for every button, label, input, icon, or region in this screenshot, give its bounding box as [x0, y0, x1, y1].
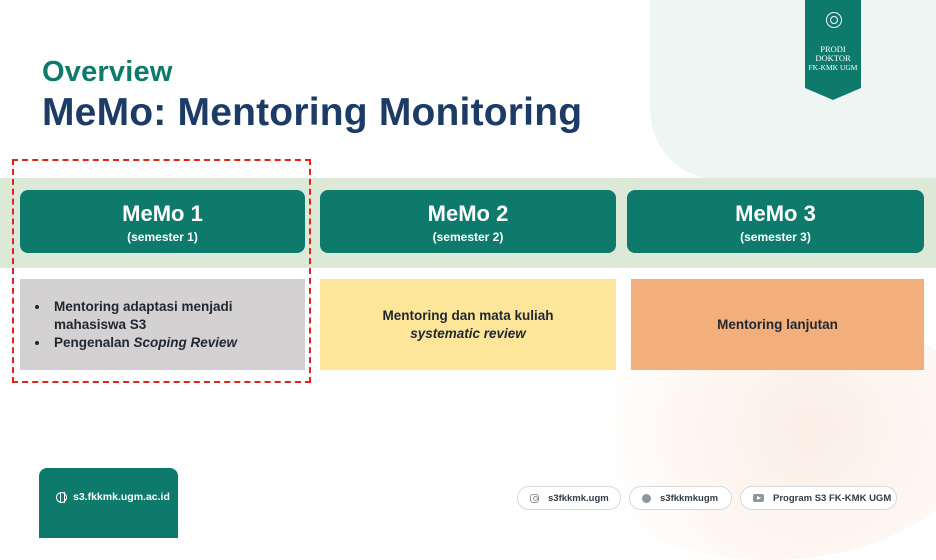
memo3-description: Mentoring lanjutan: [631, 279, 924, 370]
phase-card-memo3: MeMo 3 (semester 3): [627, 190, 924, 253]
background-shape-top: [650, 0, 936, 180]
facebook-icon: [642, 493, 651, 503]
memo3-text: Mentoring lanjutan: [717, 316, 838, 332]
phase-semester: (semester 2): [432, 230, 504, 244]
memo1-bullet-list: Mentoring adaptasi menjadi mahasiswa S3 …: [20, 298, 305, 352]
youtube-pill[interactable]: Program S3 FK-KMK UGM: [740, 486, 897, 510]
phase-title: MeMo 1: [122, 201, 203, 226]
website-link[interactable]: s3.fkkmk.ugm.ac.id: [73, 491, 170, 503]
institution-logo-badge: PRODI DOKTOR FK-KMK UGM: [805, 0, 861, 100]
list-item: Mentoring adaptasi menjadi mahasiswa S3: [50, 298, 305, 334]
facebook-pill[interactable]: s3fkkmkugm: [629, 486, 732, 510]
phase-title: MeMo 2: [427, 201, 509, 226]
memo1-highlight-frame: [12, 159, 311, 383]
memo1-bullet-2-prefix: Pengenalan: [54, 334, 134, 350]
instagram-icon: [530, 493, 539, 503]
memo2-line-2: systematic review: [410, 325, 526, 341]
list-item: Pengenalan Scoping Review: [50, 334, 305, 352]
logo-line-3: FK-KMK UGM: [808, 63, 858, 72]
section-eyebrow: Overview: [42, 56, 173, 88]
globe-icon: [56, 492, 67, 503]
logo-line-2: DOKTOR: [815, 53, 851, 63]
youtube-channel: Program S3 FK-KMK UGM: [773, 492, 892, 504]
memo1-description: Mentoring adaptasi menjadi mahasiswa S3 …: [20, 279, 305, 370]
phase-semester: (semester 1): [127, 230, 198, 244]
university-seal-icon: [826, 12, 842, 28]
instagram-pill[interactable]: s3fkkmk.ugm: [517, 486, 621, 510]
phase-card-memo2: MeMo 2 (semester 2): [320, 190, 616, 253]
phase-semester: (semester 3): [740, 230, 811, 244]
phase-card-memo1: MeMo 1 (semester 1): [20, 190, 305, 253]
facebook-handle: s3fkkmkugm: [660, 492, 719, 504]
youtube-icon: [753, 494, 764, 502]
memo2-line-1: Mentoring dan mata kuliah: [382, 307, 554, 323]
memo1-bullet-1: Mentoring adaptasi menjadi mahasiswa S3: [54, 298, 233, 332]
phase-title: MeMo 3: [735, 201, 816, 226]
memo1-bullet-2-emphasis: Scoping Review: [133, 334, 238, 350]
logo-line-1: PRODI: [820, 44, 846, 54]
instagram-handle: s3fkkmk.ugm: [548, 492, 609, 504]
website-tab[interactable]: s3.fkkmk.ugm.ac.id: [39, 468, 178, 538]
page-title: MeMo: Mentoring Monitoring: [42, 91, 583, 134]
memo2-description: Mentoring dan mata kuliah systematic rev…: [320, 279, 616, 370]
